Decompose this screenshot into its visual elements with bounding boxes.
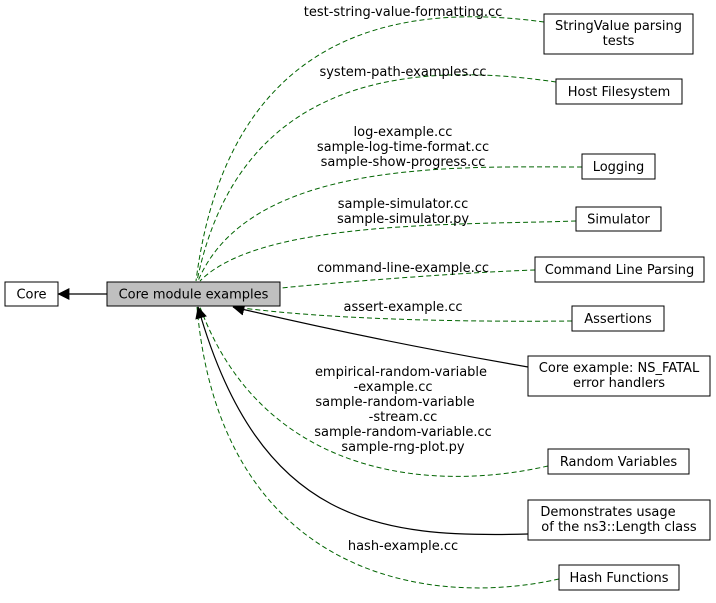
edge-label-command-line-parsing: command-line-example.cc xyxy=(317,261,489,276)
edge-ns-fatal xyxy=(232,303,529,368)
node-simulator-label: Simulator xyxy=(587,213,650,228)
edge-assertions xyxy=(234,306,573,322)
edge-stringvalue-parsing xyxy=(195,16,545,282)
edge-command-line-parsing xyxy=(280,269,536,289)
node-ns-fatal-label-1: Core example: NS_FATAL xyxy=(539,361,700,376)
node-stringvalue-parsing[interactable]: StringValue parsing tests xyxy=(543,13,694,55)
edge-random-variables xyxy=(199,306,549,477)
edge-label-line: sample-random-variable xyxy=(315,395,474,410)
node-simulator[interactable]: Simulator xyxy=(575,206,662,232)
node-hash-functions-label: Hash Functions xyxy=(570,571,669,586)
edge-label-line: hash-example.cc xyxy=(348,539,458,554)
edge-label-line: sample-simulator.py xyxy=(337,212,469,227)
node-ns-fatal[interactable]: Core example: NS_FATAL error handlers xyxy=(527,355,711,397)
edge-label-line: -stream.cc xyxy=(369,410,438,425)
node-core[interactable]: Core xyxy=(4,281,59,307)
node-assertions[interactable]: Assertions xyxy=(571,305,665,332)
node-ns-fatal-label-2: error handlers xyxy=(573,376,665,391)
node-core-module-examples[interactable]: Core module examples xyxy=(106,281,281,307)
edge-label-line: command-line-example.cc xyxy=(317,261,489,276)
edge-label-line: sample-simulator.cc xyxy=(338,197,468,212)
edge-label-line: assert-example.cc xyxy=(343,300,462,315)
node-length-class-label-2: of the ns3::Length class xyxy=(541,520,697,535)
node-command-line-parsing[interactable]: Command Line Parsing xyxy=(534,256,705,283)
node-hash-functions[interactable]: Hash Functions xyxy=(558,564,680,591)
node-host-filesystem-label: Host Filesystem xyxy=(568,85,670,100)
edge-simulator xyxy=(199,220,577,282)
edge-label-assertions: assert-example.cc xyxy=(343,300,462,315)
edge-label-random-variables: empirical-random-variable -example.cc sa… xyxy=(314,365,492,455)
node-core-module-examples-label: Core module examples xyxy=(119,288,269,303)
edge-label-host-filesystem: system-path-examples.cc xyxy=(319,65,486,80)
edge-length-class xyxy=(195,306,529,536)
node-command-line-parsing-label: Command Line Parsing xyxy=(545,263,695,278)
edge-label-line: sample-random-variable.cc xyxy=(314,425,492,440)
node-host-filesystem[interactable]: Host Filesystem xyxy=(555,78,683,105)
edge-logging xyxy=(197,166,583,282)
edge-label-line: system-path-examples.cc xyxy=(319,65,486,80)
node-random-variables[interactable]: Random Variables xyxy=(547,448,690,475)
edge-label-hash-functions: hash-example.cc xyxy=(348,539,458,554)
node-random-variables-label: Random Variables xyxy=(560,455,678,470)
edge-label-line: log-example.cc xyxy=(354,125,453,140)
node-stringvalue-parsing-label-1: StringValue parsing xyxy=(555,19,682,34)
node-logging-label: Logging xyxy=(593,160,645,175)
edge-label-line: sample-show-progress.cc xyxy=(321,155,486,170)
node-core-label: Core xyxy=(16,288,46,303)
node-length-class[interactable]: Demonstrates usage of the ns3::Length cl… xyxy=(527,499,711,541)
edge-label-line: test-string-value-formatting.cc xyxy=(304,5,503,20)
node-logging[interactable]: Logging xyxy=(581,153,656,180)
edge-label-line: -example.cc xyxy=(353,380,432,395)
node-assertions-label: Assertions xyxy=(584,312,652,327)
edge-hash-functions xyxy=(196,306,560,589)
edge-label-simulator: sample-simulator.cc sample-simulator.py xyxy=(337,197,469,227)
node-length-class-label-1: Demonstrates usage xyxy=(540,505,675,520)
node-stringvalue-parsing-label-2: tests xyxy=(603,34,635,49)
edge-host-filesystem xyxy=(196,74,557,282)
edge-label-line: empirical-random-variable xyxy=(315,365,487,380)
edge-label-stringvalue-parsing: test-string-value-formatting.cc xyxy=(304,5,503,20)
edge-label-line: sample-rng-plot.py xyxy=(341,440,465,455)
edge-label-line: sample-log-time-format.cc xyxy=(317,140,489,155)
edge-label-logging: log-example.cc sample-log-time-format.cc… xyxy=(317,125,489,170)
